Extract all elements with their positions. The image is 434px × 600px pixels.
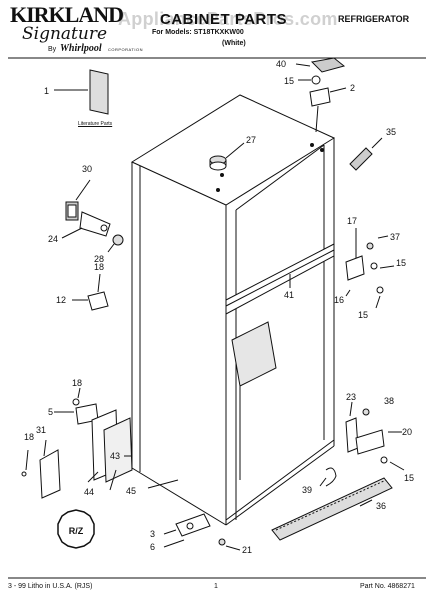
callout-23: 23 — [346, 392, 356, 402]
lower-right-hinge — [345, 401, 405, 471]
rtz-badge-text: R/Z — [69, 526, 84, 536]
center-hinge-assembly — [345, 228, 395, 309]
callout-31: 31 — [36, 425, 46, 435]
manufacturer-sub: CORPORATION — [108, 47, 143, 52]
callout-15-bottom: 15 — [404, 473, 414, 483]
callout-15-lower: 15 — [358, 310, 368, 320]
callout-15-top: 15 — [284, 76, 294, 86]
lower-hinge-bracket — [54, 387, 133, 491]
callout-18-lower: 18 — [24, 432, 34, 442]
model-line: For Models: ST18TKXKW00 — [152, 29, 244, 36]
callout-17: 17 — [347, 216, 357, 226]
callout-24: 24 — [48, 234, 58, 244]
rtz-badge — [57, 509, 95, 549]
callout-15-center: 15 — [396, 258, 406, 268]
callout-39: 39 — [302, 485, 312, 495]
callout-37: 37 — [390, 232, 400, 242]
callout-1: 1 — [44, 86, 49, 96]
footer-page-number: 1 — [214, 583, 218, 590]
callout-41: 41 — [284, 290, 294, 300]
callout-20: 20 — [402, 427, 412, 437]
screw-set-upper — [72, 273, 109, 311]
literature-booklet — [54, 69, 109, 115]
brand-by-label: By — [48, 46, 57, 53]
category-label: REFRIGERATOR — [338, 14, 410, 24]
callout-2: 2 — [350, 83, 355, 93]
refrigerator-cabinet — [130, 94, 336, 526]
callout-6: 6 — [150, 542, 155, 552]
brand-name: KIRKLAND — [10, 2, 124, 27]
literature-parts-label: Literature Parts — [78, 121, 113, 127]
callout-35: 35 — [386, 127, 396, 137]
footer-litho: 3 - 99 Litho in U.S.A. (RJS) — [8, 583, 93, 590]
callout-27: 27 — [246, 135, 256, 145]
callout-45: 45 — [126, 486, 136, 496]
callout-18-middle: 18 — [72, 378, 82, 388]
callout-16: 16 — [334, 295, 344, 305]
door-stop-assembly — [61, 179, 124, 253]
toe-grille — [271, 467, 393, 541]
callout-3: 3 — [150, 529, 155, 539]
callout-44: 44 — [84, 487, 94, 497]
cap-27 — [209, 142, 245, 171]
callout-28: 28 — [94, 254, 104, 264]
callout-38: 38 — [384, 396, 394, 406]
footer-part-number: Part No. 4868271 — [360, 583, 415, 590]
bottom-hinge-assembly — [163, 513, 241, 551]
callout-12: 12 — [56, 295, 66, 305]
callout-5: 5 — [48, 407, 53, 417]
color-line: (White) — [222, 40, 246, 47]
callout-30: 30 — [82, 164, 92, 174]
callout-43: 43 — [110, 451, 120, 461]
callout-21: 21 — [242, 545, 252, 555]
callout-40: 40 — [276, 59, 286, 69]
section-title: CABINET PARTS — [160, 11, 288, 28]
brand-script: Signature — [22, 24, 108, 44]
watermark-text: AppliancePartsPros.com — [118, 9, 338, 29]
callout-labels: 1 2 3 5 6 12 15 15 15 15 16 17 18 18 18 … — [24, 59, 414, 555]
manufacturer-logo: Whirlpool — [60, 43, 102, 54]
callout-36: 36 — [376, 501, 386, 511]
callout-18-upper: 18 — [94, 262, 104, 272]
side-cover-31 — [21, 439, 61, 499]
top-hinge-assembly — [295, 57, 347, 133]
plug-35 — [349, 137, 383, 171]
